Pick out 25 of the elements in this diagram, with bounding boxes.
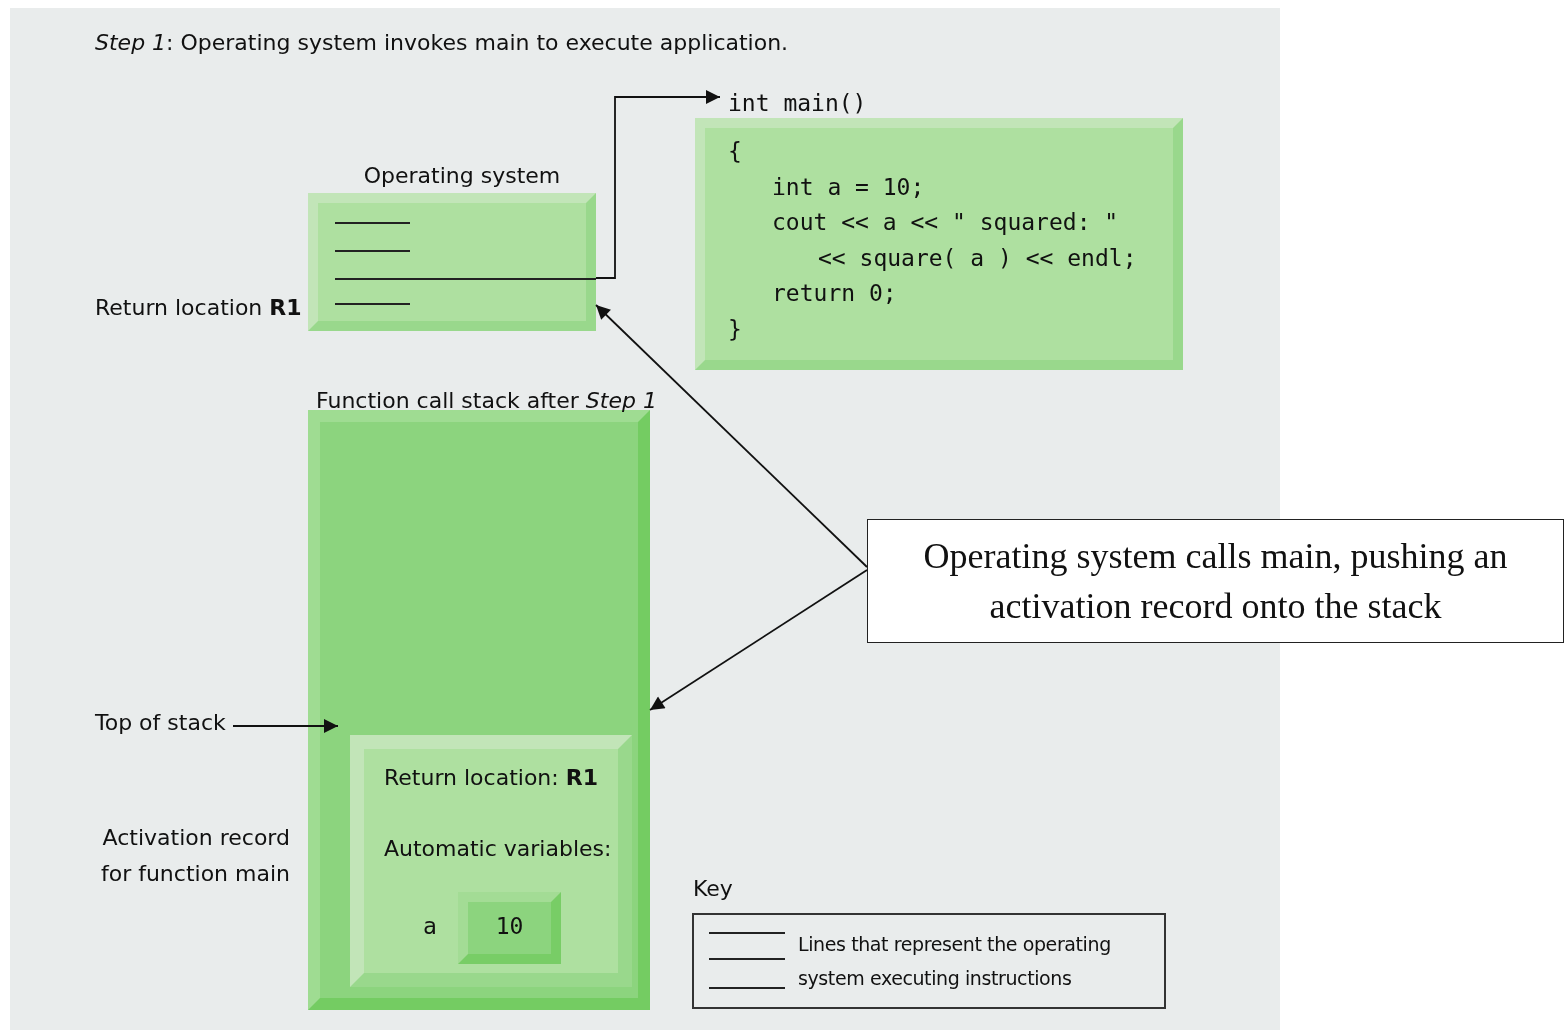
arrow	[595, 90, 721, 279]
variable-value: 10	[494, 913, 525, 939]
arrow	[649, 569, 868, 711]
activation-record-box	[350, 735, 632, 987]
arrow	[595, 304, 868, 568]
code-line: {	[728, 138, 742, 164]
code-line: int a = 10;	[772, 173, 925, 200]
return-location-label: Return location R1	[95, 295, 302, 320]
variable-name: a	[423, 913, 437, 939]
code-line: }	[728, 315, 742, 342]
callout-box: Operating system calls main, pushing an activation record onto the stack	[867, 519, 1564, 643]
code-line: cout << a << " squared: "	[772, 209, 1119, 235]
record-field-label: Return location: R1	[384, 765, 598, 790]
arrow	[232, 719, 339, 733]
key-heading: Key	[693, 876, 733, 901]
box-heading: Function call stack after Step 1	[316, 388, 657, 413]
activation-record-label: Activation record for function main	[100, 824, 290, 888]
pointer-label: Top of stack	[95, 710, 226, 735]
box-heading: Operating system	[362, 163, 562, 188]
code-line: << square( a ) << endl;	[818, 244, 1137, 271]
function-signature: int main()	[728, 90, 867, 116]
legend-text: Lines that represent the operating system executing instructions	[798, 932, 1112, 991]
code-line: return 0;	[772, 280, 897, 306]
diagram-title: Step 1: Operating system invokes main to execute application.	[95, 30, 789, 55]
record-field-label: Automatic variables:	[384, 836, 612, 861]
